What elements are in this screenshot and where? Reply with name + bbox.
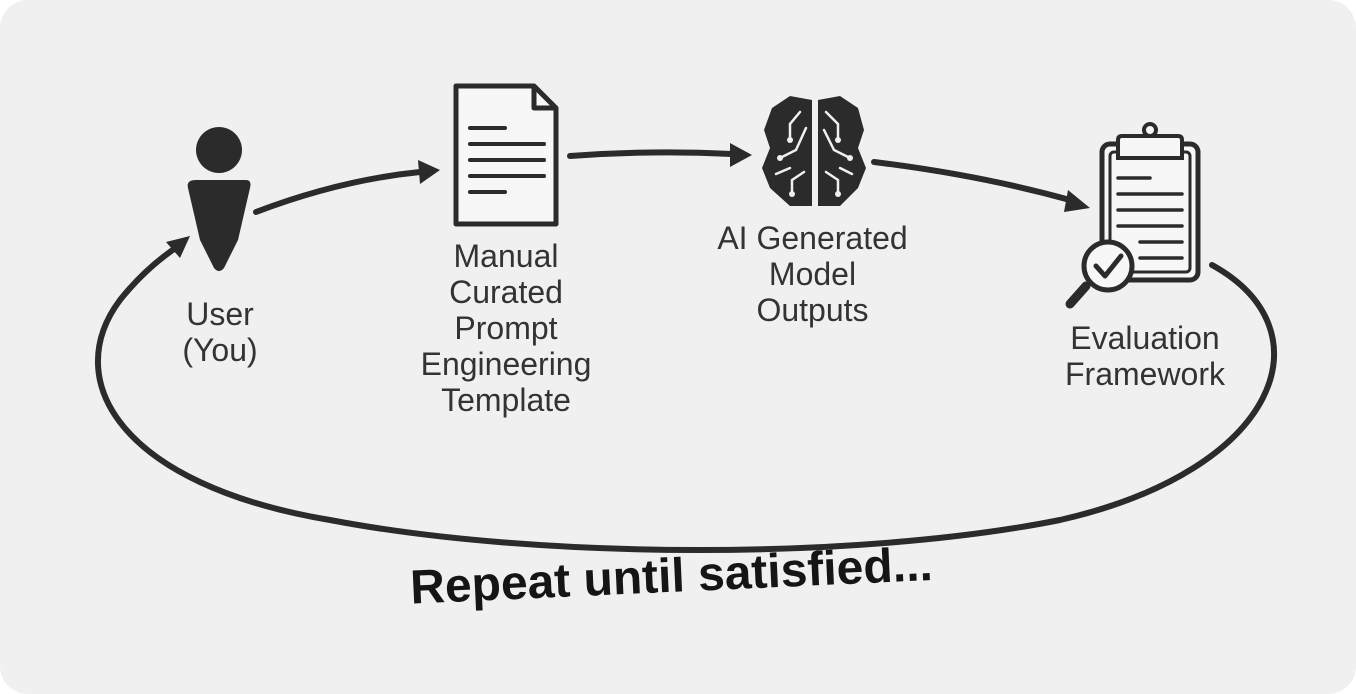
template-label-line: Manual — [453, 238, 559, 274]
user-icon — [187, 127, 251, 271]
evaluation-label-line: Framework — [1064, 356, 1225, 392]
loop-arrow — [94, 242, 1278, 553]
arrow-outputs-to-evaluation — [871, 159, 1073, 203]
clipboard-check-icon — [1065, 122, 1201, 309]
outputs-label-line: Model — [768, 256, 857, 292]
user-label-line: (You) — [182, 332, 258, 368]
arrowhead-outputs-to-evaluation — [1064, 190, 1090, 212]
template-label-line: Engineering — [420, 346, 592, 382]
document-icon — [453, 83, 559, 227]
arrow-user-to-template — [253, 169, 423, 215]
outputs-label: AI Generated Model Outputs — [700, 220, 925, 328]
template-label-line: Curated — [449, 274, 563, 310]
template-label-line: Prompt — [454, 310, 558, 346]
arrowhead-user-to-template — [418, 160, 440, 184]
evaluation-label-line: Evaluation — [1070, 320, 1220, 356]
template-label-line: Template — [441, 382, 571, 418]
loop-arrowhead — [166, 236, 190, 258]
outputs-label-line: AI Generated — [717, 220, 908, 256]
arrowhead-template-to-outputs — [730, 143, 752, 167]
template-label: Manual Curated Prompt Engineering Templa… — [396, 238, 616, 418]
arrow-template-to-outputs — [567, 149, 735, 159]
brain-circuit-icon — [762, 96, 866, 206]
user-label-line: User — [186, 296, 254, 332]
evaluation-label: Evaluation Framework — [1030, 320, 1260, 392]
outputs-label-line: Outputs — [756, 292, 869, 328]
user-label: User (You) — [140, 296, 300, 368]
